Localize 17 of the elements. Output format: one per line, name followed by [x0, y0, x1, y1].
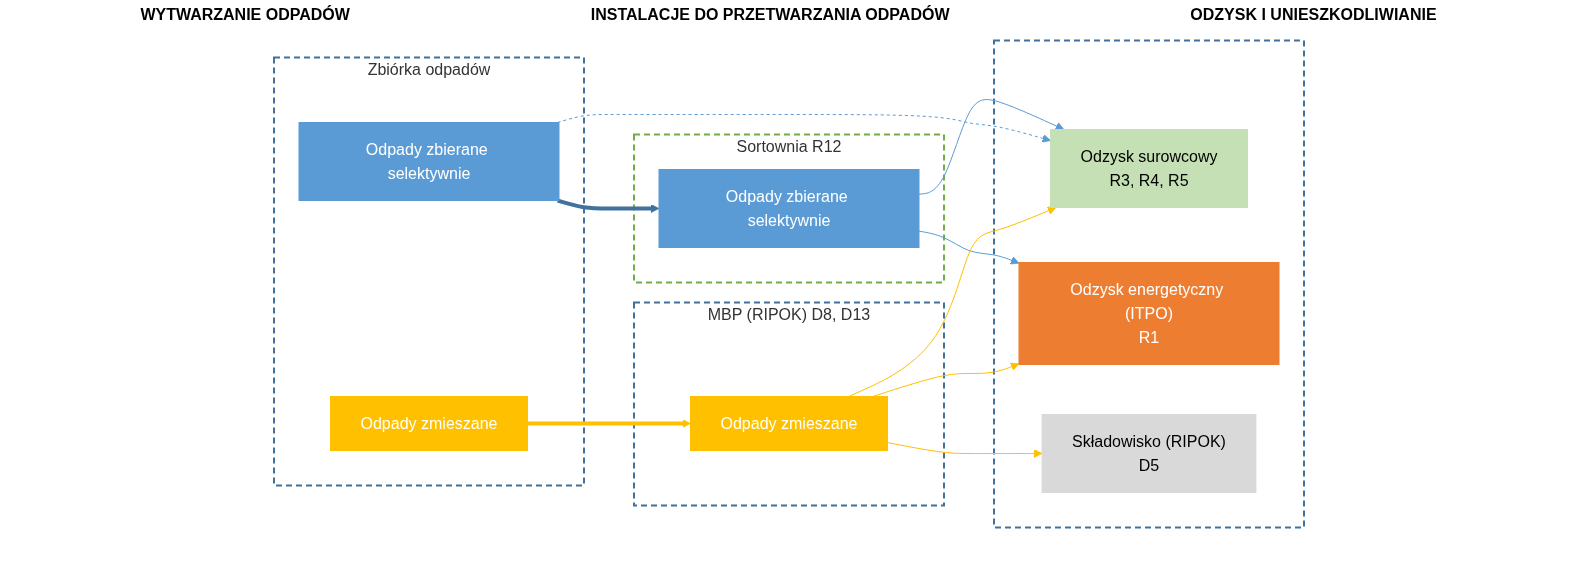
node-box: Odpady zbierane selektywnie: [658, 169, 919, 248]
arrow: [918, 230, 1019, 265]
node-box: Odzysk energetyczny (ITPO) R1: [1018, 262, 1279, 365]
node-box: Odpady zbierane selektywnie: [298, 122, 559, 201]
arrow: [886, 442, 1042, 458]
arrow: [556, 114, 1051, 143]
column-heading: WYTWARZANIE ODPADÓW: [140, 6, 350, 24]
node-box: Odpady zmieszane: [329, 396, 528, 451]
column-heading: INSTALACJE DO PRZETWARZANIA ODPADÓW: [590, 6, 950, 24]
column-heading: ODZYSK I UNIESZKODLIWIANIE: [1190, 6, 1437, 24]
node-box: Składowisko (RIPOK) D5: [1041, 414, 1256, 493]
cluster: [992, 39, 1305, 529]
arrow: [556, 198, 659, 213]
node-box: Odpady zmieszane: [689, 396, 888, 451]
arrow: [918, 99, 1064, 195]
arrow: [527, 419, 691, 428]
node-box: Odzysk surowcowy R3, R4, R5: [1049, 129, 1248, 208]
